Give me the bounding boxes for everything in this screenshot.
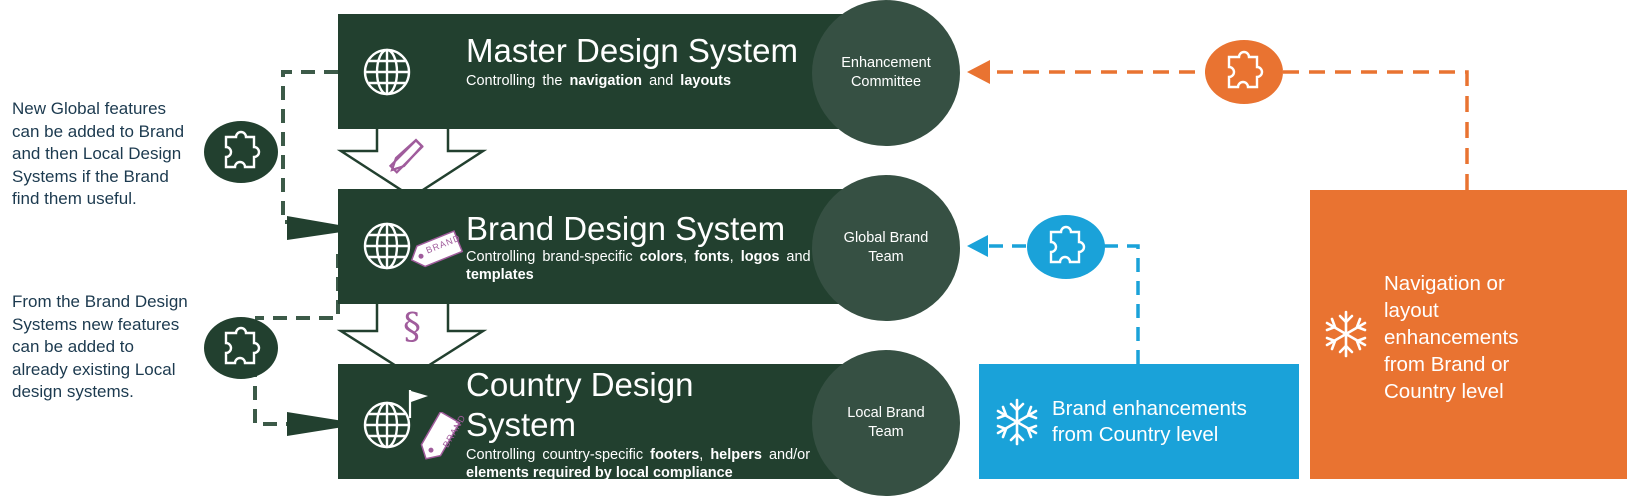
- puzzle-badge-brand: [204, 317, 278, 379]
- globe-icon: [363, 48, 411, 96]
- section-sign-icon: §: [403, 307, 421, 348]
- brand-subtitle: Controlling brand-specific colors, fonts…: [466, 249, 811, 283]
- flag-icon: [408, 390, 428, 418]
- brand-enhancements-text: Brand enhancements from Country level: [1052, 397, 1247, 446]
- puzzle-icon: [224, 130, 261, 169]
- pencil-ruler-icon: [388, 138, 424, 174]
- enhancement-committee-circle: Enhancement Committee: [812, 0, 960, 146]
- puzzle-badge-global: [204, 121, 278, 183]
- brand-enhancements-box: [979, 364, 1299, 479]
- arrowhead-into-brand: [287, 216, 362, 240]
- puzzle-icon: [1049, 225, 1086, 264]
- snowflake-icon: [996, 398, 1038, 446]
- puzzle-badge-orange: [1205, 40, 1283, 104]
- master-design-system-bar: [338, 14, 858, 129]
- puzzle-icon: [224, 326, 261, 365]
- connector-master-to-brand: [281, 70, 338, 224]
- globe-icon: [363, 222, 411, 270]
- note-brand-features: From the Brand Design Systems new featur…: [12, 292, 188, 401]
- orange-dashed-connector: [978, 70, 1469, 190]
- master-subtitle: Controlling the navigation and layouts: [466, 73, 732, 89]
- country-subtitle: Controlling country-specific footers, he…: [466, 447, 811, 481]
- local-brand-team-circle: Local Brand Team: [812, 350, 960, 496]
- blue-arrowhead: [967, 235, 988, 257]
- tag-icon: [410, 230, 464, 268]
- navigation-enhancements-box: [1310, 190, 1627, 479]
- puzzle-icon: [1227, 50, 1264, 89]
- brand-title: Brand Design System: [466, 210, 786, 247]
- country-design-system-bar: [338, 364, 858, 479]
- arrowhead-into-country: [287, 412, 362, 436]
- orange-arrowhead: [967, 60, 990, 84]
- globe-icon: [363, 401, 411, 449]
- puzzle-badge-blue: [1027, 215, 1105, 279]
- connector-brand-to-country-top: [255, 254, 340, 320]
- snowflake-icon: [1325, 310, 1367, 358]
- tag-icon: [420, 412, 461, 460]
- country-title-line1: Country Design: [466, 366, 694, 403]
- note-global-features: New Global features can be added to Bran…: [12, 99, 185, 208]
- blue-dashed-connector: [978, 244, 1140, 364]
- country-title-line2: System: [466, 406, 577, 443]
- master-title: Master Design System: [466, 32, 798, 69]
- global-brand-team-circle: Global Brand Team: [812, 175, 960, 321]
- navigation-enhancements-text: Navigation or layout enhancements from B…: [1384, 272, 1519, 403]
